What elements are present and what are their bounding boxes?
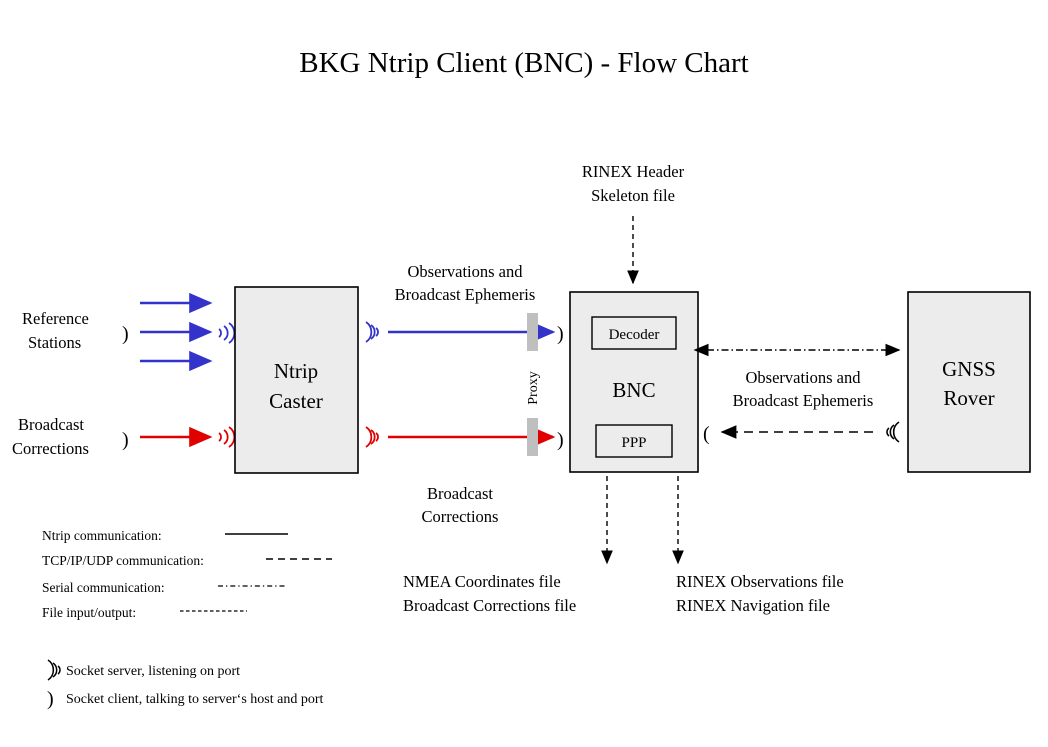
ppp-box[interactable] [595, 424, 673, 458]
ntrip-caster-label-line2: Caster [269, 389, 323, 413]
flow-label-caster-bnc-bottom-line1: Broadcast [427, 484, 493, 503]
proxy-bar-top [527, 313, 538, 351]
socket-server-icon-rover-out [886, 421, 900, 443]
ntrip-caster-label-line1: Ntrip [274, 359, 318, 383]
flow-label-bnc-rover-line2: Broadcast Ephemeris [733, 391, 874, 410]
output-right-line2: RINEX Navigation file [676, 596, 830, 615]
gnss-rover-label-line2: Rover [943, 386, 994, 410]
output-right-line1: RINEX Observations file [676, 572, 844, 591]
output-left-line2: Broadcast Corrections file [403, 596, 576, 615]
rinex-skeleton-label-line2: Skeleton file [591, 186, 675, 205]
decoder-box[interactable] [591, 316, 677, 350]
broadcast-corrections-label-line1: Broadcast [18, 415, 84, 434]
broadcast-corrections-label-line2: Corrections [12, 439, 89, 458]
socket-legend-server-label: Socket server, listening on port [66, 664, 240, 679]
socket-client-icon-bnc-in-red: ) [557, 429, 564, 451]
proxy-bar-bottom [527, 418, 538, 456]
ppp-label: PPP [621, 435, 646, 451]
rinex-skeleton-label-line1: RINEX Header [582, 162, 685, 181]
socket-legend-client-label: Socket client, talking to server‘s host … [66, 692, 323, 707]
socket-server-icon-caster-out-red [365, 426, 379, 448]
gnss-rover-box[interactable] [907, 291, 1031, 473]
bnc-label: BNC [612, 378, 655, 402]
socket-client-icon-bnc-in-blue: ) [557, 323, 564, 345]
socket-server-icon-caster-in-blue [218, 322, 236, 344]
reference-stations-label-line1: Reference [22, 309, 89, 328]
socket-server-icon-legend [47, 659, 61, 681]
socket-server-icon-caster-in-red [218, 426, 236, 448]
socket-client-icon-broadcast-corrections: ) [122, 429, 129, 451]
legend-label-ntrip: Ntrip communication: [42, 528, 162, 543]
legend-label-serial: Serial communication: [42, 580, 165, 595]
socket-client-icon-reference-stations: ) [122, 323, 129, 345]
flow-label-bnc-rover-line1: Observations and [745, 368, 861, 387]
reference-stations-label-line2: Stations [28, 333, 81, 352]
output-left-line1: NMEA Coordinates file [403, 572, 561, 591]
flow-label-caster-bnc-bottom-line2: Corrections [422, 507, 499, 526]
socket-client-icon-bnc-rover: ( [703, 423, 710, 445]
decoder-label: Decoder [609, 327, 660, 343]
page-title: BKG Ntrip Client (BNC) - Flow Chart [299, 47, 749, 79]
ntrip-caster-box[interactable] [234, 286, 359, 474]
socket-client-icon-legend: ) [47, 688, 54, 710]
legend-label-tcpip: TCP/IP/UDP communication: [42, 553, 204, 568]
flow-label-caster-bnc-top-line1: Observations and [407, 262, 523, 281]
legend-label-fileio: File input/output: [42, 605, 136, 620]
gnss-rover-label-line1: GNSS [942, 357, 996, 381]
flow-label-caster-bnc-top-line2: Broadcast Ephemeris [395, 285, 536, 304]
socket-server-icon-caster-out-blue [365, 321, 379, 343]
proxy-label: Proxy [526, 371, 541, 404]
